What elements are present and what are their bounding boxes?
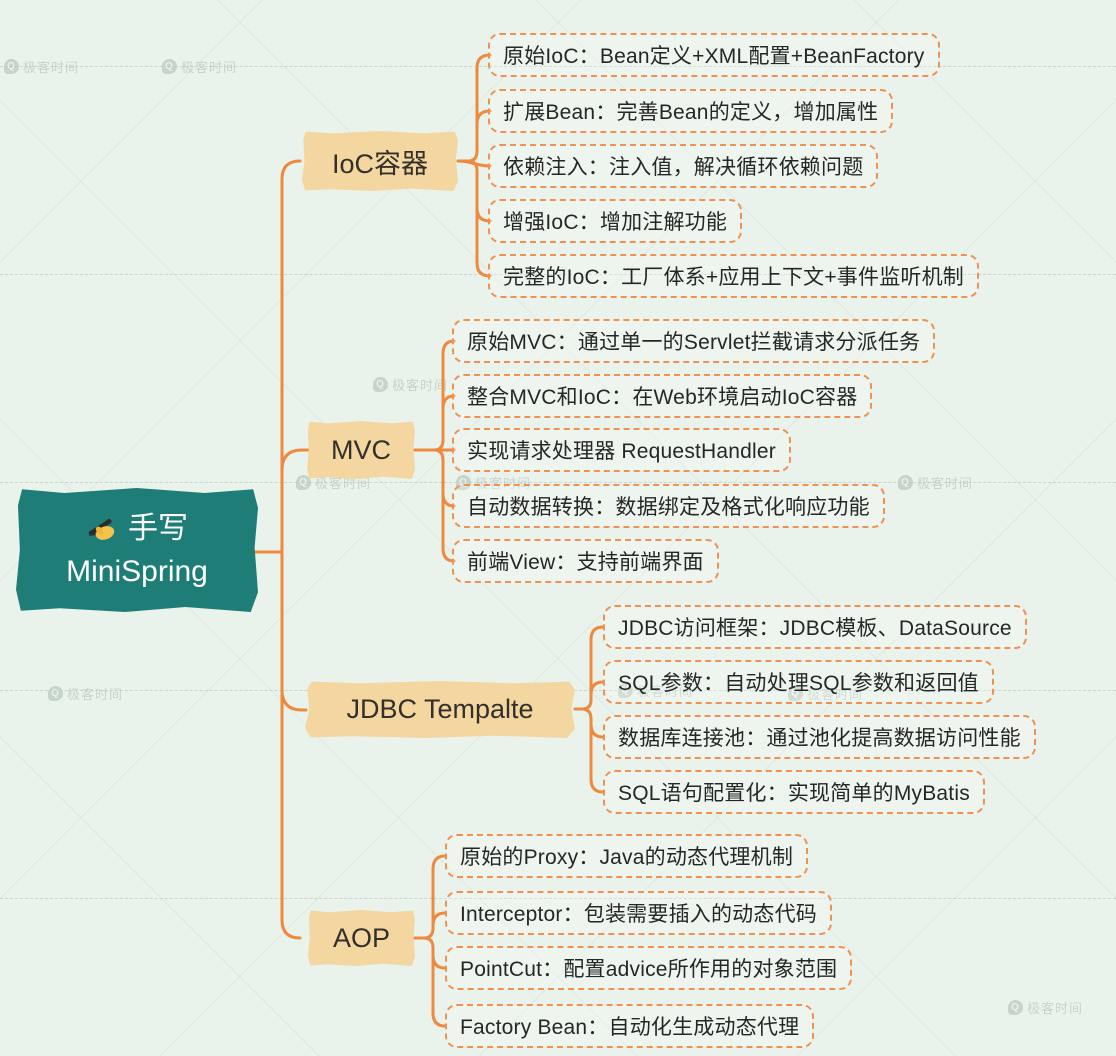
leaf-node[interactable]: 前端View：支持前端界面	[452, 539, 719, 583]
leaf-node[interactable]: SQL参数：自动处理SQL参数和返回值	[603, 660, 994, 704]
branch-node-mvc[interactable]: MVC	[307, 421, 415, 479]
leaf-node[interactable]: 扩展Bean：完善Bean的定义，增加属性	[488, 89, 894, 133]
leaf-node[interactable]: Factory Bean：自动化生成动态代理	[445, 1004, 815, 1048]
leaf-node[interactable]: 原始的Proxy：Java的动态代理机制	[445, 834, 809, 878]
root-node[interactable]: 手写 MiniSpring	[16, 488, 258, 612]
leaf-node[interactable]: PointCut：配置advice所作用的对象范围	[445, 946, 853, 990]
leaf-node[interactable]: JDBC访问框架：JDBC模板、DataSource	[603, 605, 1027, 649]
leaf-node[interactable]: 原始IoC：Bean定义+XML配置+BeanFactory	[488, 33, 940, 77]
leaf-node[interactable]: 依赖注入：注入值，解决循环依赖问题	[488, 144, 879, 188]
leaf-node[interactable]: 实现请求处理器 RequestHandler	[452, 428, 791, 472]
leaf-node[interactable]: 完整的IoC：工厂体系+应用上下文+事件监听机制	[488, 254, 980, 298]
leaf-node[interactable]: 自动数据转换：数据绑定及格式化响应功能	[452, 484, 885, 528]
branch-node-aop[interactable]: AOP	[308, 910, 415, 966]
root-title-line1: 手写	[128, 511, 188, 545]
leaf-node[interactable]: 增强IoC：增加注解功能	[488, 199, 743, 243]
branch-node-jdbc-template[interactable]: JDBC Tempalte	[305, 681, 575, 738]
leaf-node[interactable]: 整合MVC和IoC：在Web环境启动IoC容器	[452, 374, 873, 418]
root-title-line2: MiniSpring	[66, 555, 208, 588]
writing-hand-icon	[88, 518, 115, 540]
leaf-node[interactable]: SQL语句配置化：实现简单的MyBatis	[603, 770, 985, 814]
branch-node-ioc-container[interactable]: IoC容器	[302, 131, 458, 191]
leaf-node[interactable]: 数据库连接池：通过池化提高数据访问性能	[603, 715, 1036, 759]
leaf-node[interactable]: Interceptor：包装需要插入的动态代码	[445, 891, 832, 935]
leaf-node[interactable]: 原始MVC：通过单一的Servlet拦截请求分派任务	[452, 319, 936, 363]
